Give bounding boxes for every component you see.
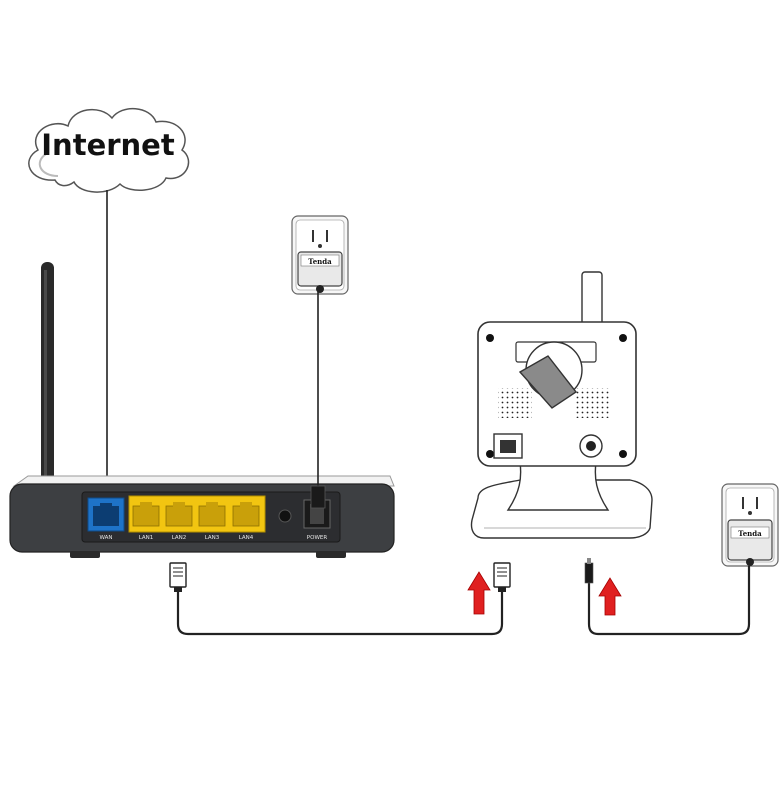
power-adapter-icon: Tenda xyxy=(297,251,343,293)
up-arrow-icon xyxy=(598,577,622,616)
router-adapter-brand: Tenda xyxy=(308,257,332,266)
lan4-port-label: LAN4 xyxy=(239,535,254,541)
dc-plug-icon xyxy=(584,558,594,584)
dc-plug-icon xyxy=(310,485,326,509)
rj45-plug-icon xyxy=(169,562,187,592)
power-port-label: POWER xyxy=(307,535,328,541)
lan4-port[interactable]: LAN4 xyxy=(232,502,260,541)
router-icon: WAN LAN1 LAN2 LAN3 LAN4 xyxy=(9,262,395,558)
power-adapter-icon: Tenda xyxy=(727,519,773,566)
antenna-icon xyxy=(41,262,54,524)
wan-port[interactable]: WAN xyxy=(87,497,125,541)
lan1-port-label: LAN1 xyxy=(139,535,154,541)
ip-camera-icon xyxy=(470,271,653,539)
lan3-port-label: LAN3 xyxy=(205,535,220,541)
power-port[interactable]: POWER xyxy=(303,499,331,541)
lan1-port[interactable]: LAN1 xyxy=(132,502,160,541)
rj45-plug-icon xyxy=(493,562,511,592)
cloud-icon: Internet xyxy=(28,108,190,193)
lan2-port[interactable]: LAN2 xyxy=(165,502,193,541)
camera-power-cable xyxy=(587,566,751,636)
lan-cable xyxy=(176,592,504,636)
cloud-label: Internet xyxy=(41,128,175,162)
wan-port-label: WAN xyxy=(99,535,112,541)
camera-adapter-brand: Tenda xyxy=(738,529,762,538)
up-arrow-icon xyxy=(467,571,491,615)
lan2-port-label: LAN2 xyxy=(172,535,187,541)
lan3-port[interactable]: LAN3 xyxy=(198,502,226,541)
reset-button[interactable] xyxy=(278,509,292,523)
